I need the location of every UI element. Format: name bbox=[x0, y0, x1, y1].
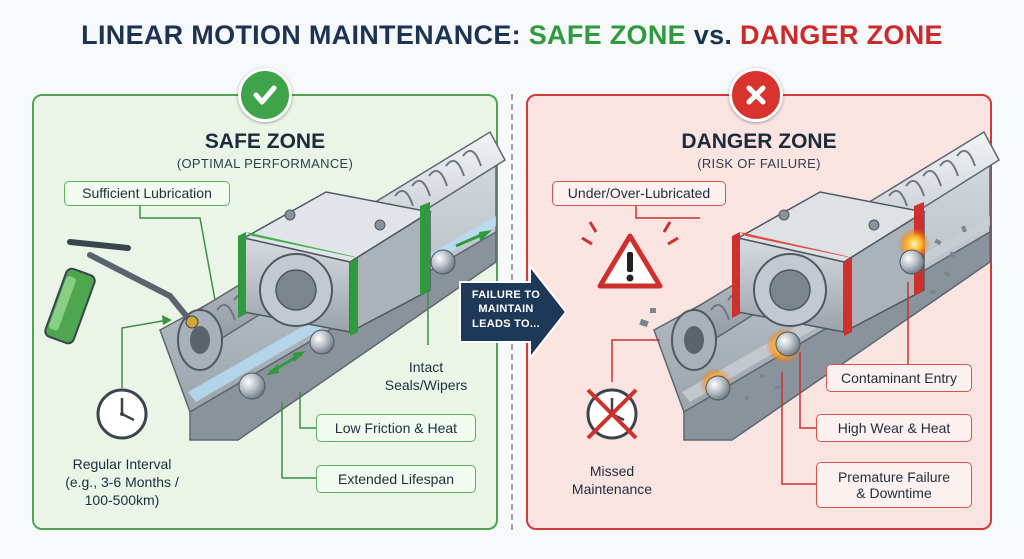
title-safe: SAFE ZONE bbox=[528, 20, 686, 50]
danger-zone-heading: DANGER ZONE bbox=[681, 130, 837, 153]
transition-line1: FAILURE TO bbox=[471, 289, 541, 301]
checkmark-icon bbox=[238, 68, 292, 122]
label-extended-lifespan: Extended Lifespan bbox=[316, 465, 476, 493]
transition-text: FAILURE TO MAINTAIN LEADS TO... bbox=[466, 288, 546, 331]
label-intact-seals: Intact Seals/Wipers bbox=[366, 358, 486, 394]
transition-line2: MAINTAIN bbox=[478, 303, 534, 316]
label-high-wear-heat: High Wear & Heat bbox=[816, 414, 972, 442]
warning-icon bbox=[581, 221, 679, 289]
label-under-over-lubricated: Under/Over-Lubricated bbox=[552, 181, 726, 206]
danger-zone-subheading: (RISK OF FAILURE) bbox=[697, 156, 821, 171]
clock-icon bbox=[96, 388, 148, 440]
label-missed-maintenance-line1: Missed bbox=[589, 463, 635, 479]
label-regular-interval-line3: 100-500km) bbox=[84, 492, 160, 509]
label-sufficient-lubrication: Sufficient Lubrication bbox=[64, 181, 230, 206]
page-title: LINEAR MOTION MAINTENANCE: SAFE ZONE vs.… bbox=[0, 20, 1024, 51]
label-missed-maintenance: Missed Maintenance bbox=[552, 462, 672, 498]
missed-clock-icon bbox=[586, 388, 638, 440]
title-prefix: LINEAR MOTION MAINTENANCE: bbox=[81, 20, 529, 50]
cross-icon bbox=[729, 68, 783, 122]
label-premature-failure: Premature Failure & Downtime bbox=[816, 462, 972, 508]
label-intact-seals-line1: Intact bbox=[408, 359, 444, 375]
label-intact-seals-line2: Seals/Wipers bbox=[384, 377, 468, 394]
label-regular-interval-line2: (e.g., 3-6 Months / bbox=[65, 474, 179, 491]
label-missed-maintenance-line2: Maintenance bbox=[571, 481, 653, 498]
label-low-friction: Low Friction & Heat bbox=[316, 414, 476, 442]
safe-linear-guide-illustration bbox=[44, 130, 506, 479]
grease-gun-icon bbox=[44, 239, 199, 345]
label-regular-interval-line1: Regular Interval bbox=[72, 456, 172, 472]
title-joiner: vs. bbox=[685, 20, 741, 50]
safe-zone-subheading: (OPTIMAL PERFORMANCE) bbox=[176, 156, 354, 171]
danger-linear-guide-illustration bbox=[581, 130, 1000, 485]
safe-zone-heading: SAFE ZONE bbox=[204, 130, 326, 153]
title-danger: DANGER ZONE bbox=[740, 20, 943, 50]
label-regular-interval: Regular Interval (e.g., 3-6 Months / 100… bbox=[52, 455, 192, 510]
label-premature-failure-line2: & Downtime bbox=[856, 485, 932, 501]
label-premature-failure-line1: Premature Failure bbox=[837, 468, 951, 485]
transition-line3: LEADS TO... bbox=[472, 317, 540, 330]
label-contaminant-entry: Contaminant Entry bbox=[826, 364, 972, 392]
transition-arrow bbox=[459, 263, 568, 361]
